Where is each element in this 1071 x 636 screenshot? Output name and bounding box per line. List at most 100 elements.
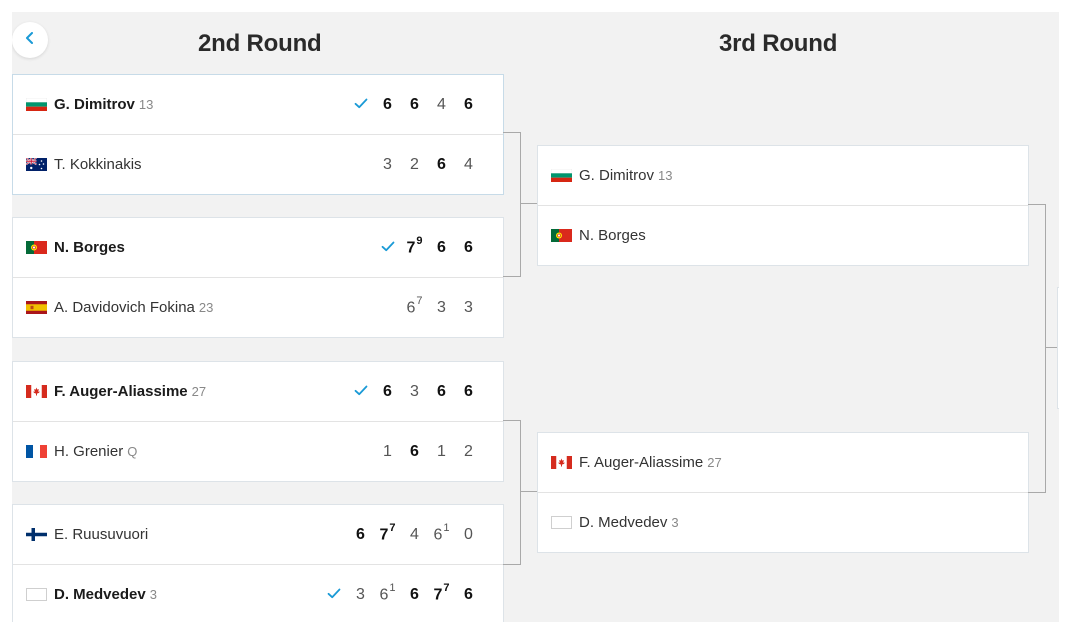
match-card-next-round[interactable] — [1057, 287, 1059, 409]
bulgaria-flag-icon — [551, 169, 572, 182]
player-seed: 3 — [671, 515, 679, 530]
set-score: 4 — [410, 525, 419, 543]
player-row[interactable]: N. Borges — [538, 205, 1028, 265]
winner-check-icon — [374, 239, 401, 257]
france-flag-icon — [26, 445, 47, 458]
player-name[interactable]: D. Medvedev — [54, 586, 146, 603]
player-name[interactable]: G. Dimitrov — [579, 167, 654, 184]
set-score: 2 — [410, 155, 419, 173]
winner-check-icon — [320, 586, 347, 604]
player-name[interactable]: H. Grenier — [54, 443, 124, 460]
winner-check-icon — [347, 96, 374, 114]
portugal-flag-icon — [551, 229, 572, 242]
set-score: 6 — [464, 95, 473, 113]
player-name[interactable]: N. Borges — [579, 227, 646, 244]
player-name[interactable]: E. Ruusuvuori — [54, 526, 149, 543]
player-name[interactable]: N. Borges — [54, 239, 125, 256]
set-score: 61 — [433, 522, 450, 544]
bracket-connector — [520, 491, 537, 492]
set-score: 67 — [406, 295, 423, 317]
bracket-connector — [1028, 204, 1046, 493]
set-score: 6 — [383, 95, 392, 113]
tiebreak-score: 7 — [416, 295, 423, 308]
set-score: 6 — [410, 95, 419, 113]
match-card[interactable]: G. Dimitrov 13 N. Borges — [537, 145, 1029, 266]
portugal-flag-icon — [26, 241, 47, 254]
player-seed: 13 — [138, 97, 154, 112]
tiebreak-score: 9 — [416, 235, 423, 248]
tiebreak-score: 7 — [389, 522, 396, 535]
set-score: 6 — [464, 238, 473, 256]
set-score: 3 — [437, 298, 446, 316]
player-name[interactable]: G. Dimitrov — [54, 96, 135, 113]
neutral-flag-icon — [551, 516, 572, 529]
set-score: 4 — [437, 95, 446, 113]
player-name[interactable]: F. Auger-Aliassime — [54, 383, 188, 400]
canada-flag-icon — [26, 385, 47, 398]
set-score: 3 — [464, 298, 473, 316]
set-score: 77 — [379, 522, 396, 544]
set-score: 6 — [437, 238, 446, 256]
set-score: 1 — [383, 442, 392, 460]
round-title-third: 3rd Round — [719, 30, 838, 57]
round-title-second: 2nd Round — [198, 30, 322, 57]
bracket-connector — [503, 420, 521, 565]
set-score: 3 — [356, 585, 365, 603]
set-score: 6 — [464, 382, 473, 400]
set-score: 3 — [383, 155, 392, 173]
bulgaria-flag-icon — [26, 98, 47, 111]
set-score: 1 — [437, 442, 446, 460]
bracket-connector — [1045, 347, 1059, 348]
player-seed: 13 — [658, 168, 673, 183]
australia-flag-icon — [26, 158, 47, 171]
set-score: 3 — [410, 382, 419, 400]
set-score: 6 — [437, 155, 446, 173]
set-score: 61 — [379, 582, 396, 604]
tiebreak-score: 7 — [443, 582, 450, 595]
bracket-connector — [503, 132, 521, 277]
winner-check-icon — [347, 383, 374, 401]
back-button[interactable] — [12, 22, 48, 58]
tiebreak-score: 1 — [443, 522, 450, 535]
finland-flag-icon — [26, 528, 47, 541]
set-score: 6 — [383, 382, 392, 400]
set-score: 6 — [464, 585, 473, 603]
set-score: 79 — [406, 235, 423, 257]
player-name[interactable]: F. Auger-Aliassime — [579, 454, 704, 471]
set-score: 6 — [356, 525, 365, 543]
set-score: 2 — [464, 442, 473, 460]
spain-flag-icon — [26, 301, 47, 314]
player-name[interactable]: D. Medvedev — [579, 514, 668, 531]
neutral-flag-icon — [26, 588, 47, 601]
player-name[interactable]: T. Kokkinakis — [54, 156, 142, 173]
player-name[interactable]: A. Davidovich Fokina — [54, 299, 195, 316]
set-score: 6 — [410, 442, 419, 460]
player-row[interactable]: G. Dimitrov 13 — [538, 146, 1028, 205]
canada-flag-icon — [551, 456, 572, 469]
bracket-connector — [520, 203, 537, 204]
set-score: 4 — [464, 155, 473, 173]
set-score: 77 — [433, 582, 450, 604]
